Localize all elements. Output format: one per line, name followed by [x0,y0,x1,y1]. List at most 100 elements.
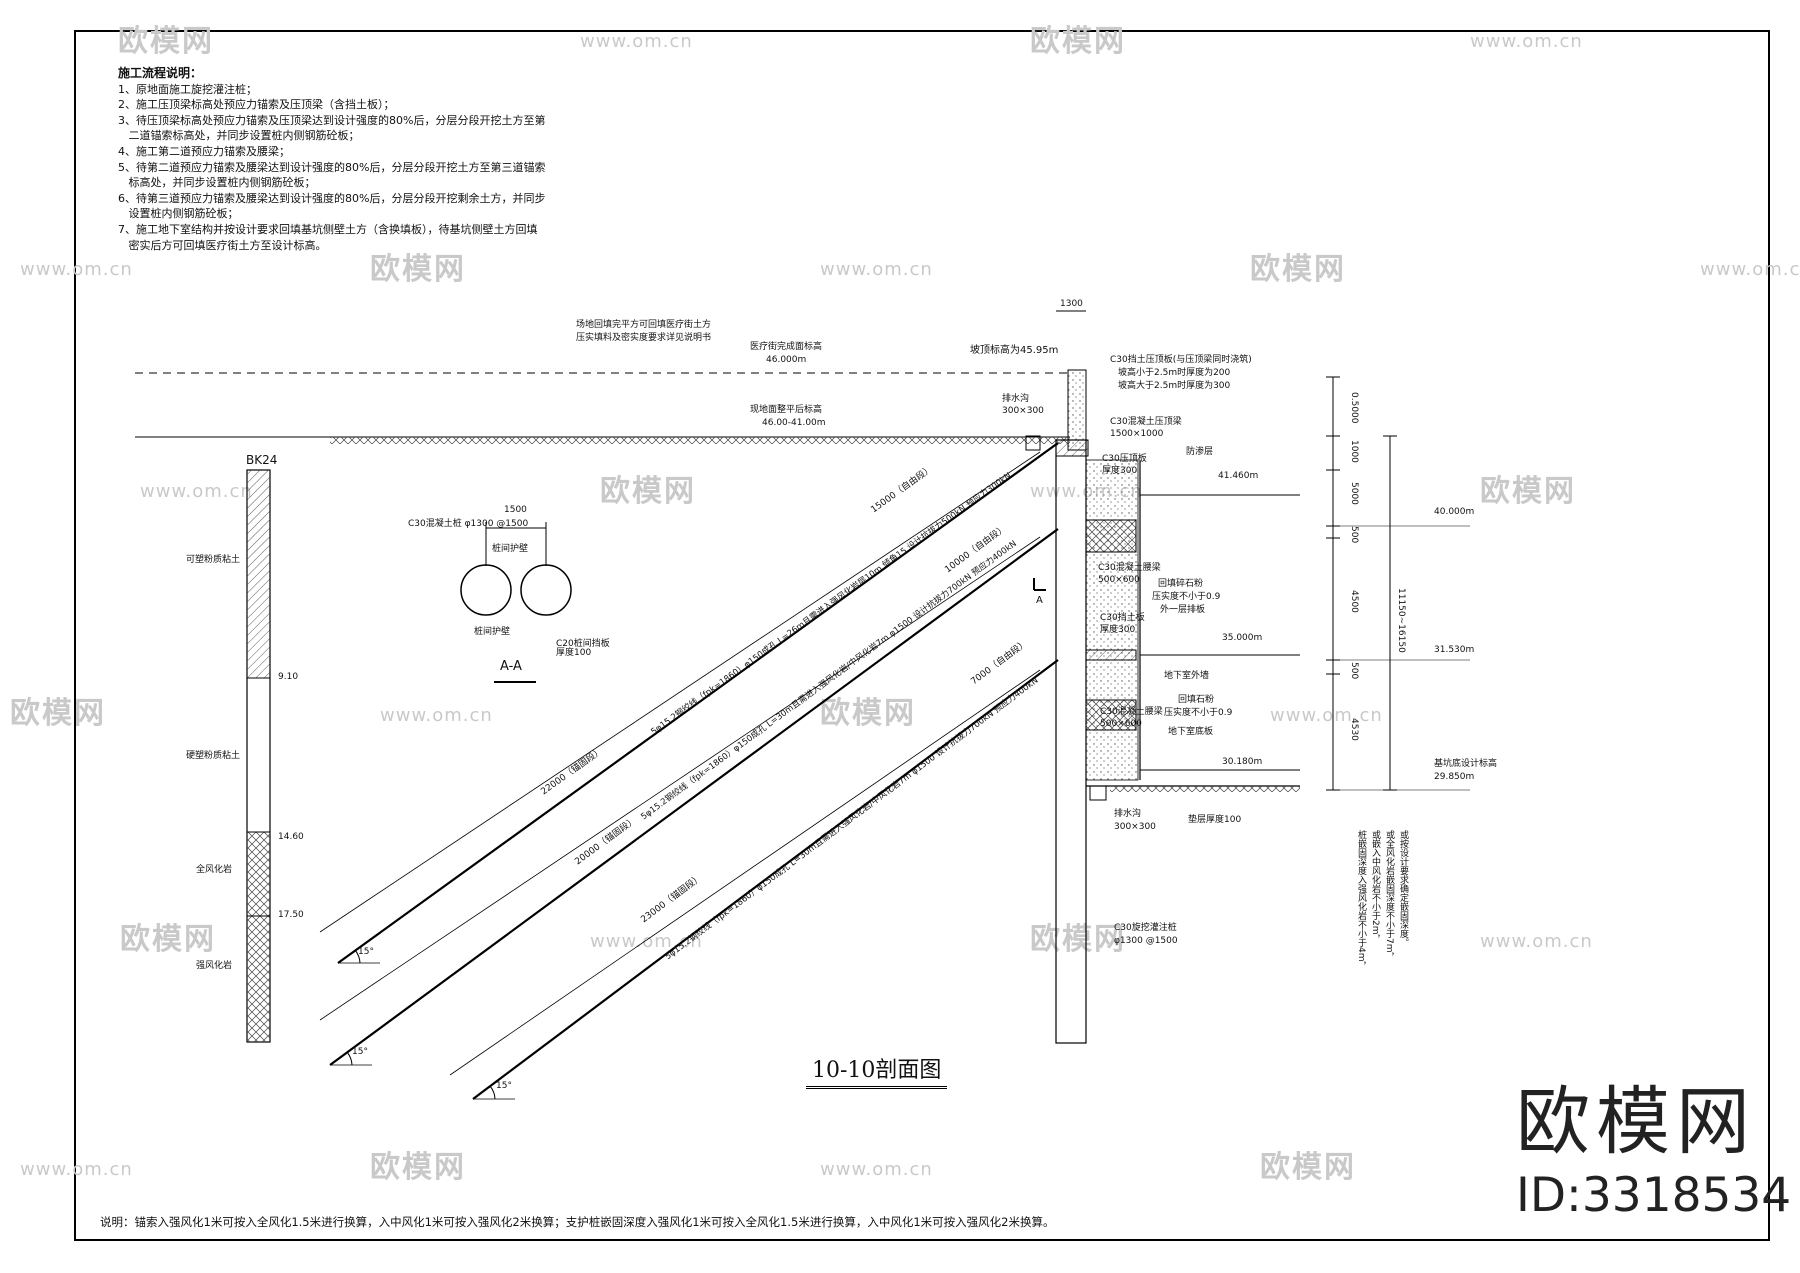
dim-5: 4500 [1349,590,1359,613]
aa-top-label: 桩间护壁 [492,544,529,554]
watermark-tile: 欧模网 [1030,24,1126,59]
note-line: 1、原地面施工旋挖灌注桩； [118,82,257,96]
borehole-depth: 9.10 [278,672,299,682]
watermark-tile: 欧模网 [118,24,214,59]
anchor-1-dim [319,451,1041,933]
waler-2 [1085,649,1137,661]
slab-top-thk: 厚度300 [1102,466,1138,476]
borehole-layer-1 [247,470,270,678]
watermark-url: www.om.cn [820,1159,933,1180]
bottom-drain [1089,785,1107,801]
watermark-tile: 欧模网 [120,922,216,957]
section-mark-label: A [1036,595,1043,606]
borehole-depth: 17.50 [278,910,304,920]
borehole-layer-label: 可塑粉质粘土 [186,555,241,565]
backfill-note-2: 压实度不小于0.9 [1152,592,1221,602]
ground-note-1: 场地回填完平方可回填医疗街土方 [576,320,712,330]
watermark-url: www.om.cn [140,481,253,502]
floor-slab-label: 地下室底板 [1168,727,1214,737]
note-line: 2、施工压顶梁标高处预应力锚索及压顶梁（含挡土板）； [118,98,395,112]
watermark-tile: 欧模网 [370,252,466,287]
top-beam-label: C30混凝土压顶梁 [1110,417,1182,427]
watermark-tile: 欧模网 [1250,252,1346,287]
borehole-id: BK24 [246,453,278,467]
cap-beam [1067,369,1087,451]
cap-note-2: 坡高大于2.5m时厚度为300 [1118,381,1231,391]
borehole-layer-4 [247,916,270,1042]
elev-1: 41.460m [1218,471,1259,481]
dim-4: 500 [1349,526,1359,544]
bedding-label: 垫层厚度100 [1188,815,1242,825]
note-line: 6、待第三道预应力锚索及腰梁达到设计强度的80%后，分层分段开挖剩余土方，并同步 [118,191,546,205]
watermark-url: www.om.cn [380,705,493,726]
pile-circle [460,564,512,616]
borehole-layer-label: 硬塑粉质粘土 [186,751,241,761]
note-line: 二道锚索标高处，并同步设置桩内侧钢筋砼板； [118,129,360,143]
pile-note-line: 或全风化岩嵌固深度不小于7m， [1384,830,1394,962]
aa-bottom-label: 桩间护壁 [474,627,511,637]
borehole-layer-label: 全风化岩 [196,865,233,875]
drain-bot-label: 排水沟 [1114,809,1142,819]
ground-hatch [330,437,1070,444]
anchor-2 [329,528,1059,1066]
waler-2-size: 500×600 [1100,719,1142,729]
waler-3 [1085,699,1137,731]
backfill-note-1: 回填碎石粉 [1158,579,1204,589]
crest-label: 坡顶标高为45.95m [970,345,1059,356]
aa-section-label: A-A [500,659,522,674]
dim-6: 500 [1349,662,1359,680]
note-line: 密实后方可回填医疗街土方至设计标高。 [118,238,327,252]
outer-wall-label: 地下室外墙 [1164,671,1210,681]
dim-1: 0.5000 [1349,392,1359,424]
slab-top-label: C30压顶板 [1102,454,1147,464]
crest-width: 1300 [1060,299,1083,309]
note-line: 3、待压顶梁标高处预应力锚索及压顶梁达到设计强度的80%后，分层分段开挖土方至第 [118,113,546,127]
anchor-2-angle: 15° [352,1047,368,1057]
note-line: 4、施工第二道预应力锚索及腰梁； [118,144,290,158]
anchor-1-angle: 15° [358,947,374,957]
brand-watermark: 欧模网 [1516,1079,1756,1165]
anchor-2-dim [319,536,1041,1021]
top-drain [1025,435,1041,451]
pit-bottom-hatch [1110,786,1300,792]
dim-2: 1000 [1349,440,1359,463]
anchor-3-angle: 15° [496,1081,512,1091]
borehole-depth: 14.60 [278,832,304,842]
watermark-url: www.om.cn [590,931,703,952]
elev-mid: 31.530m [1434,645,1475,655]
aa-plate-note: C20桩间挡板 厚度100 [556,639,610,658]
watermark-url: www.om.cn [820,259,933,280]
watermark-tile: 欧模网 [370,1150,466,1185]
drawing-frame [74,30,1770,1241]
anchor-angle-arc [489,1085,496,1100]
clinic-label: 医疗街完成面标高 [750,342,823,352]
existing-label: 现地面整平后标高 [750,405,823,415]
footnote: 说明：锚索入强风化1米可按入全风化1.5米进行换算，入中风化1米可按入强风化2米… [100,1215,1055,1229]
borehole-layer-3 [247,832,270,916]
elev-bot: 29.850m [1434,772,1475,782]
elev-3: 30.180m [1222,757,1263,767]
clinic-elev: 46.000m [766,355,807,365]
watermark-url: www.om.cn [1270,705,1383,726]
drawing-title: 10-10剖面图 [806,1052,948,1089]
elev-bot-label: 基坑底设计标高 [1434,759,1498,769]
elev-top: 40.000m [1434,507,1475,517]
watermark-url: www.om.cn [20,259,133,280]
drain-top-size: 300×300 [1002,406,1044,416]
anchor-3 [472,659,1059,1100]
dim-3: 5000 [1349,482,1359,505]
aa-pile-note: C30混凝土桩 φ1300 @1500 [408,519,529,529]
drain-bot-size: 300×300 [1114,822,1156,832]
waler-2-label: C30混凝土腰梁 [1100,707,1163,717]
cap-beam-label: C30挡土压顶板(与压顶梁同时浇筑) [1110,355,1252,365]
backfill-label: 防渗层 [1186,447,1214,457]
dim-7: 4530 [1349,718,1359,741]
watermark-url: www.om.cn [580,31,693,52]
model-id: ID:3318534 [1516,1168,1792,1223]
watermark-tile: 欧模网 [1480,474,1576,509]
watermark-tile: 欧模网 [1030,922,1126,957]
note-line: 5、待第二道预应力锚索及腰梁达到设计强度的80%后，分层分段开挖土方至第三道锚索 [118,160,546,174]
watermark-url: www.om.cn [1700,259,1800,280]
